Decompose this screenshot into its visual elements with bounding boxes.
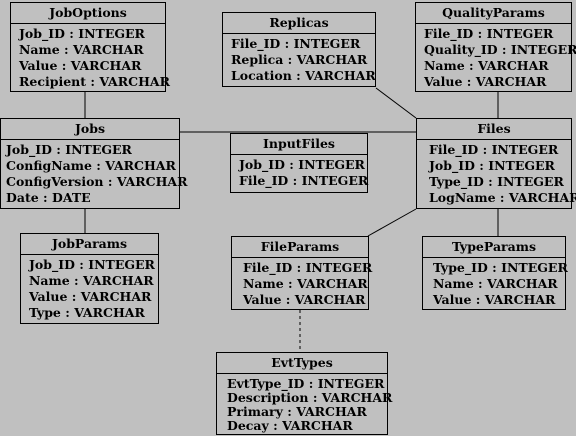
entity-attribute: Job_ID : INTEGER (19, 26, 145, 41)
entity-evttypes: EvtTypes EvtType_ID : INTEGER Descriptio… (216, 352, 393, 435)
entity-attribute: Name : VARCHAR (433, 276, 558, 291)
entity-attribute: Value : VARCHAR (243, 292, 366, 307)
entity-title: InputFiles (231, 134, 367, 155)
entity-attribute: Replica : VARCHAR (231, 52, 368, 67)
entity-title: QualityParams (416, 3, 571, 24)
entity-qualityparams: QualityParams File_ID : INTEGER Quality_… (415, 2, 576, 92)
entity-attribute: Decay : VARCHAR (227, 418, 353, 433)
relation-replicas-files (375, 87, 417, 119)
relation-files-fileparams (367, 208, 417, 237)
entity-attribute: Job_ID : INTEGER (429, 158, 555, 173)
entity-attribute: File_ID : INTEGER (424, 26, 554, 41)
entity-attribute: Date : DATE (6, 190, 91, 205)
entity-attribute: Description : VARCHAR (227, 390, 393, 405)
entity-attribute: File_ID : INTEGER (231, 36, 361, 51)
entity-title: Replicas (223, 13, 375, 34)
entity-title: Jobs (1, 119, 179, 140)
entity-attribute: Type : VARCHAR (29, 305, 145, 320)
entity-attribute: Name : VARCHAR (19, 42, 144, 57)
entity-title: FileParams (232, 237, 368, 258)
entity-attribute: Name : VARCHAR (424, 58, 549, 73)
entity-attribute: File_ID : INTEGER (243, 260, 373, 275)
entity-joboptions: JobOptions Job_ID : INTEGER Name : VARCH… (10, 2, 170, 92)
entity-title: Files (417, 119, 571, 140)
entity-attribute: LogName : VARCHAR (429, 190, 576, 205)
entity-typeparams: TypeParams Type_ID : INTEGER Name : VARC… (422, 236, 568, 310)
entity-inputfiles: InputFiles Job_ID : INTEGER File_ID : IN… (230, 133, 368, 193)
entity-attribute: Type_ID : INTEGER (433, 260, 568, 275)
entity-attribute: Job_ID : INTEGER (239, 157, 365, 172)
entity-title: JobOptions (11, 3, 165, 24)
entity-attribute: File_ID : INTEGER (239, 173, 369, 188)
entity-title: JobParams (21, 234, 158, 255)
entity-fileparams: FileParams File_ID : INTEGER Name : VARC… (231, 236, 373, 310)
entity-attribute: Value : VARCHAR (424, 74, 547, 89)
entity-replicas: Replicas File_ID : INTEGER Replica : VAR… (222, 12, 376, 87)
entity-attribute: ConfigVersion : VARCHAR (6, 174, 188, 189)
entity-jobparams: JobParams Job_ID : INTEGER Name : VARCHA… (20, 233, 159, 324)
entity-attribute: Job_ID : INTEGER (6, 142, 132, 157)
entity-attribute: Value : VARCHAR (433, 292, 556, 307)
entity-attribute: Value : VARCHAR (19, 58, 142, 73)
entity-attribute: Recipient : VARCHAR (19, 74, 170, 89)
entity-attribute: Type_ID : INTEGER (429, 174, 564, 189)
entity-title: EvtTypes (217, 353, 387, 374)
entity-attribute: Primary : VARCHAR (227, 404, 367, 419)
entity-attribute: Name : VARCHAR (29, 273, 154, 288)
entity-attribute: Quality_ID : INTEGER (424, 42, 576, 57)
entity-attribute: File_ID : INTEGER (429, 142, 559, 157)
entity-files: Files File_ID : INTEGER Job_ID : INTEGER… (416, 118, 576, 209)
entity-attribute: EvtType_ID : INTEGER (227, 376, 385, 391)
entity-attribute: Job_ID : INTEGER (29, 257, 155, 272)
entity-attribute: Name : VARCHAR (243, 276, 368, 291)
entity-jobs: Jobs Job_ID : INTEGER ConfigName : VARCH… (0, 118, 188, 209)
entity-attribute: ConfigName : VARCHAR (6, 158, 176, 173)
entity-attribute: Location : VARCHAR (231, 68, 376, 83)
entity-title: TypeParams (423, 237, 565, 258)
entity-attribute: Value : VARCHAR (29, 289, 152, 304)
